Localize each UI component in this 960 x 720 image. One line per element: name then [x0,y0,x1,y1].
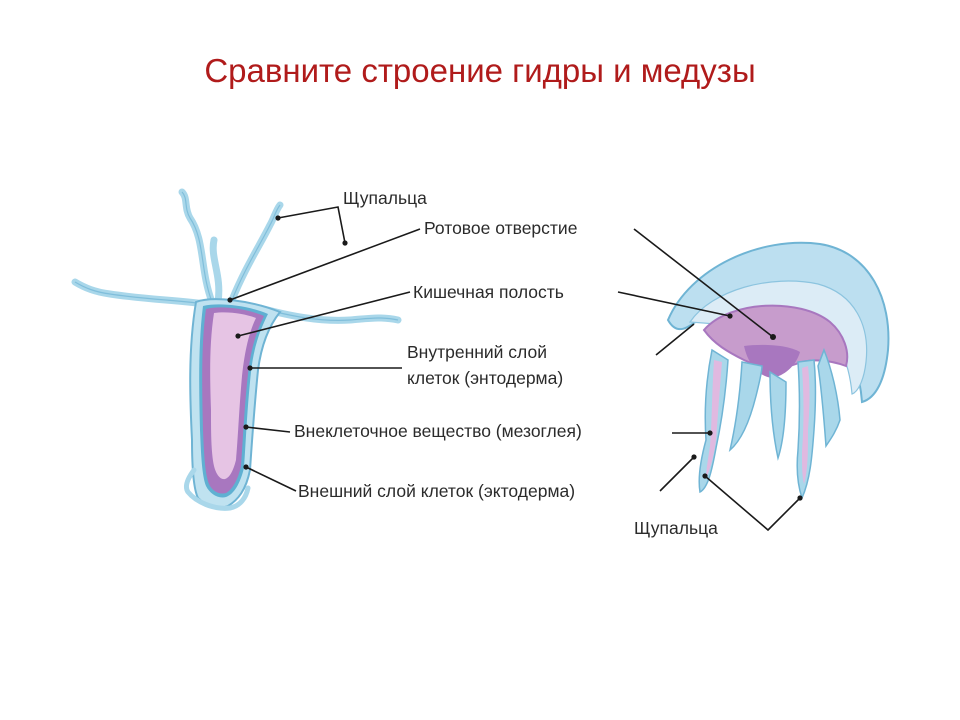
leader-ectoderm-medusa [659,456,695,492]
label-gut-cavity: Кишечная полость [413,282,564,302]
leader-gut-medusa [617,291,731,317]
leader-dots [227,215,803,501]
leader-mouth-hydra [229,228,421,301]
leader-medusa-inner [655,323,695,356]
label-endoderm-line2: клеток (энтодерма) [407,368,563,388]
label-endoderm-line1: Внутренний слой [407,342,547,362]
leader-ectoderm-hydra [245,466,297,492]
leader-tentacles-top [277,206,346,244]
hydra-tentacle-outlines [74,191,399,321]
leader-tentacles-bottom [704,475,801,532]
leader-mesoglea-hydra [245,426,291,433]
hydra-illustration [71,188,402,511]
label-mouth: Ротовое отверстие [424,218,577,238]
hydra-gut-cavity [210,312,256,480]
leader-mouth-medusa [633,228,774,338]
medusa-oral-arms [698,347,841,501]
label-mesoglea: Внеклеточное вещество (мезоглея) [294,421,582,441]
leader-lines [229,206,801,532]
label-tentacles-bottom: Щупальца [634,518,718,538]
label-ectoderm: Внешний слой клеток (эктодерма) [298,481,575,501]
leader-gut-hydra [237,291,411,337]
slide-title: Сравните строение гидры и медузы [204,52,756,89]
label-tentacles-top: Щупальца [343,188,427,208]
hydra-foot [183,467,251,511]
